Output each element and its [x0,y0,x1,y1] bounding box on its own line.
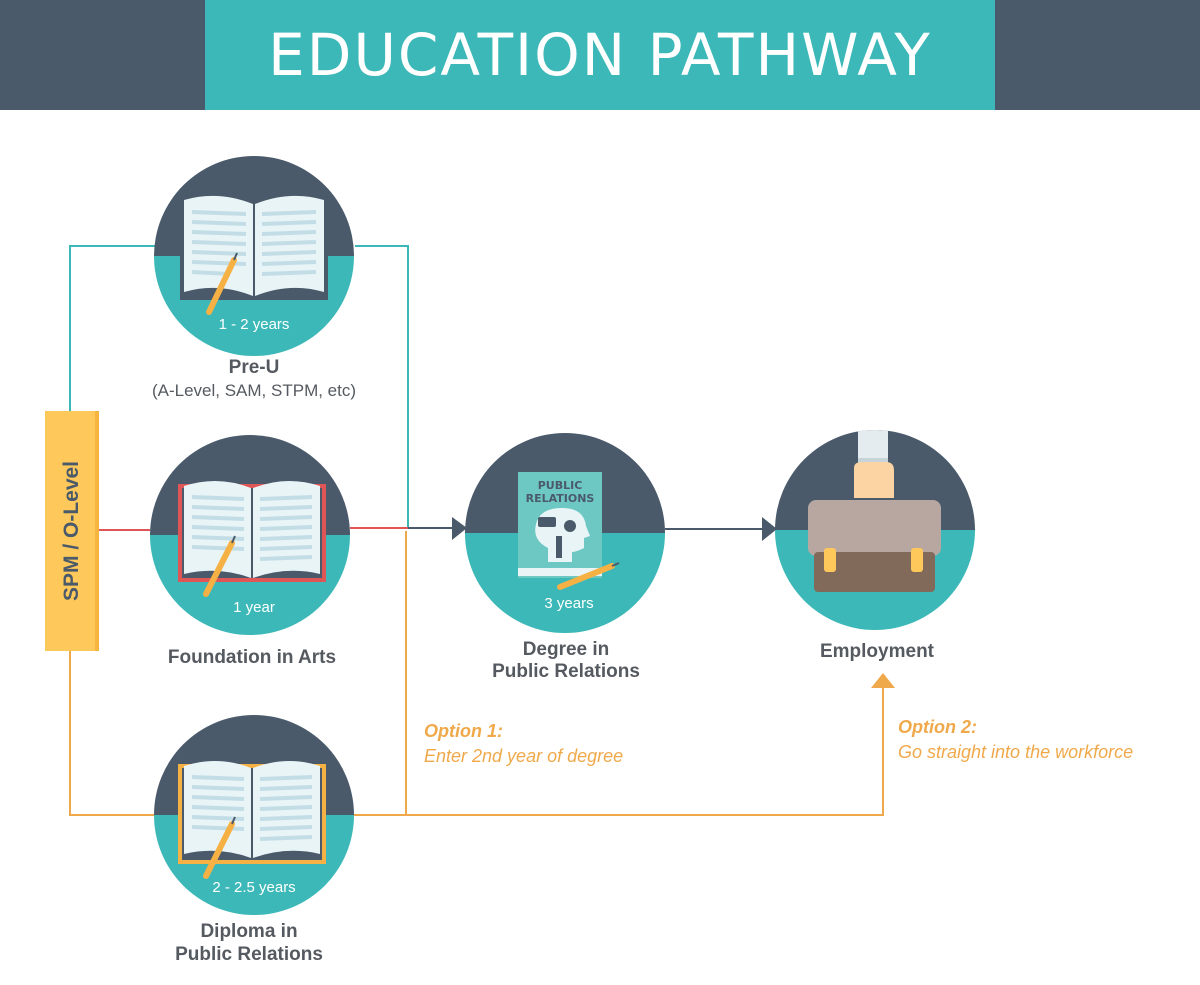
header-title-box: EDUCATION PATHWAY [205,0,995,110]
degree-title-line2: Public Relations [492,661,640,682]
page-title: EDUCATION PATHWAY [268,21,932,89]
briefcase-icon [808,430,941,592]
option-2-text: Go straight into the workforce [898,742,1134,762]
public-relations-book-icon: PUBLIC RELATIONS [518,472,620,590]
pre-u-subtitle: (A-Level, SAM, STPM, etc) [151,381,357,400]
employment-circle [775,430,975,630]
foundation-title: Foundation in Arts [167,647,337,668]
option-1-text: Enter 2nd year of degree [424,746,624,766]
open-book-icon [180,195,328,315]
open-book-icon [178,480,326,597]
option-1-heading: Option 1: [424,721,503,741]
line-preu-to-degree [355,245,409,528]
arrow-to-employment [762,517,777,541]
degree-duration: 3 years [544,595,594,612]
option-1: Option 1: Enter 2nd year of degree [424,719,724,769]
degree-title-line1: Degree in [522,639,610,660]
pre-u-duration: 1 - 2 years [218,316,290,333]
pencil-icon [557,562,620,590]
pencil-icon [203,535,236,597]
book-text-line1: PUBLIC [538,479,583,492]
connector-lines [69,245,895,816]
book-text-line2: RELATIONS [526,492,595,505]
option-2-heading: Option 2: [898,717,977,737]
diploma-title-line1: Diploma in [200,921,298,942]
arrow-to-employment-up [871,673,895,688]
open-book-icon [178,760,326,879]
pre-u-title: Pre-U [228,357,280,378]
diploma-title-line2: Public Relations [175,944,323,965]
pencil-icon [206,252,238,315]
spm-o-level-bar [45,411,99,651]
line-preu [69,245,155,411]
diploma-duration: 2 - 2.5 years [212,879,296,896]
line-diploma [69,651,154,816]
foundation-duration: 1 year [233,599,275,616]
option-2: Option 2: Go straight into the workforce [898,715,1188,765]
head-silhouette-icon [535,508,590,562]
employment-title: Employment [819,641,935,662]
pencil-icon [203,816,236,879]
start-label: SPM / O-Level [60,460,83,602]
arrow-to-degree [452,517,467,540]
line-diploma-to-employment [354,688,884,816]
